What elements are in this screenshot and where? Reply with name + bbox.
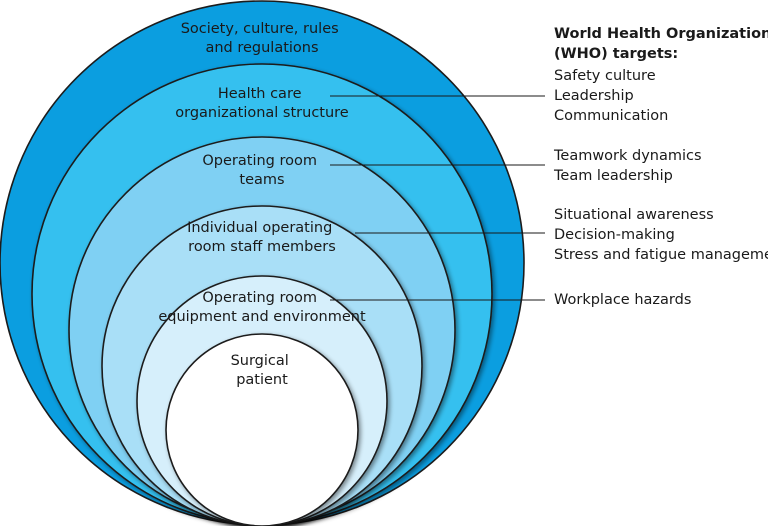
ring-label-line: patient: [236, 372, 288, 388]
ring-label-organization: Health care organizational structure: [175, 86, 349, 121]
who-target-item: Stress and fatigue management: [554, 247, 768, 263]
who-title-line: World Health Organization: [554, 26, 768, 42]
ring-label-teams: Operating room teams: [202, 153, 321, 188]
who-target-item: Workplace hazards: [554, 292, 692, 308]
ring-label-society: Society, culture, rules and regulations: [181, 21, 344, 56]
who-group-safety: Safety culture Leadership Communication: [554, 66, 668, 126]
ring-label-line: and regulations: [205, 40, 318, 56]
ring-label-line: room staff members: [188, 239, 336, 255]
who-targets-title: World Health Organization (WHO) targets:: [554, 24, 768, 64]
who-group-hazards: Workplace hazards: [554, 290, 691, 310]
ring-label-line: Health care: [218, 86, 302, 102]
ring-label-equipment: Operating room equipment and environment: [158, 290, 366, 325]
ring-label-line: Individual operating: [187, 220, 332, 236]
who-target-item: Team leadership: [554, 168, 673, 184]
who-target-item: Safety culture: [554, 68, 656, 84]
who-target-item: Situational awareness: [554, 207, 714, 223]
ring-label-line: organizational structure: [175, 105, 349, 121]
ring-label-line: teams: [239, 172, 284, 188]
who-target-item: Decision-making: [554, 227, 675, 243]
ring-label-line: Operating room: [202, 290, 317, 306]
ring-label-line: Surgical: [231, 353, 289, 369]
ring-label-patient: Surgical patient: [231, 353, 294, 388]
ring-label-line: Operating room: [202, 153, 317, 169]
who-group-individual: Situational awareness Decision-making St…: [554, 205, 768, 265]
who-group-teamwork: Teamwork dynamics Team leadership: [554, 146, 702, 186]
ring-label-individual: Individual operating room staff members: [187, 220, 337, 255]
ring-patient: [165, 333, 359, 526]
who-title-line: (WHO) targets:: [554, 46, 679, 62]
who-target-item: Leadership: [554, 88, 634, 104]
who-target-item: Teamwork dynamics: [554, 148, 702, 164]
ring-label-line: Society, culture, rules: [181, 21, 339, 37]
who-target-item: Communication: [554, 108, 669, 124]
ring-label-line: equipment and environment: [158, 309, 366, 325]
